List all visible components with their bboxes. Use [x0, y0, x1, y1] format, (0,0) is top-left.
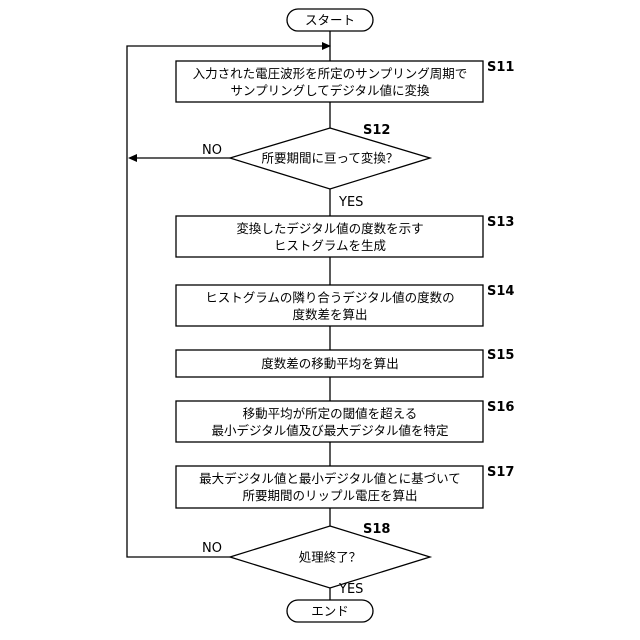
- s18-line-1: 処理終了？: [299, 550, 362, 565]
- s13-step-label: S13: [487, 215, 514, 230]
- s12-line-1: 所要期間に亘って変換？: [262, 151, 399, 166]
- s12-step-label: S12: [363, 123, 390, 138]
- s17-step-label: S17: [487, 465, 514, 480]
- s18-no-label: NO: [202, 541, 222, 556]
- s11-step-label: S11: [487, 60, 514, 75]
- start-label: スタート: [305, 13, 355, 28]
- s15-step-label: S15: [487, 348, 514, 363]
- decision-s18: 処理終了？ S18 NO YES: [202, 522, 430, 597]
- end-label: エンド: [311, 604, 349, 619]
- s17-line-2: 所要期間のリップル電圧を算出: [242, 488, 417, 503]
- process-s17: 最大デジタル値と最小デジタル値とに基づいて 所要期間のリップル電圧を算出 S17: [176, 465, 514, 508]
- s15-line-1: 度数差の移動平均を算出: [261, 356, 399, 371]
- process-s11: 入力された電圧波形を所定のサンプリング周期で サンプリングしてデジタル値に変換 …: [176, 60, 514, 102]
- s11-line-2: サンプリングしてデジタル値に変換: [230, 83, 430, 98]
- s16-line-2: 最小デジタル値及び最大デジタル値を特定: [211, 423, 448, 438]
- process-s13: 変換したデジタル値の度数を示す ヒストグラムを生成 S13: [176, 215, 514, 257]
- end-terminal: エンド: [287, 600, 373, 622]
- process-s15: 度数差の移動平均を算出 S15: [176, 348, 514, 377]
- s13-line-2: ヒストグラムを生成: [274, 238, 386, 253]
- s14-step-label: S14: [487, 284, 514, 299]
- s17-line-1: 最大デジタル値と最小デジタル値とに基づいて: [199, 471, 461, 486]
- start-terminal: スタート: [287, 9, 373, 31]
- s16-step-label: S16: [487, 400, 514, 415]
- process-s16: 移動平均が所定の閾値を超える 最小デジタル値及び最大デジタル値を特定 S16: [176, 400, 514, 442]
- s18-step-label: S18: [363, 522, 390, 537]
- s12-no-arrowhead: [128, 154, 137, 162]
- s12-yes-label: YES: [338, 195, 363, 210]
- s18-yes-label: YES: [338, 582, 363, 597]
- s11-line-1: 入力された電圧波形を所定のサンプリング周期で: [193, 66, 468, 81]
- s14-line-2: 度数差を算出: [292, 307, 367, 322]
- process-s14: ヒストグラムの隣り合うデジタル値の度数の 度数差を算出 S14: [176, 284, 514, 326]
- decision-s12: 所要期間に亘って変換？ S12 NO YES: [202, 123, 430, 210]
- s16-line-1: 移動平均が所定の閾値を超える: [243, 406, 418, 421]
- s12-no-label: NO: [202, 143, 222, 158]
- s14-line-1: ヒストグラムの隣り合うデジタル値の度数の: [205, 290, 454, 305]
- s13-line-1: 変換したデジタル値の度数を示す: [236, 221, 423, 236]
